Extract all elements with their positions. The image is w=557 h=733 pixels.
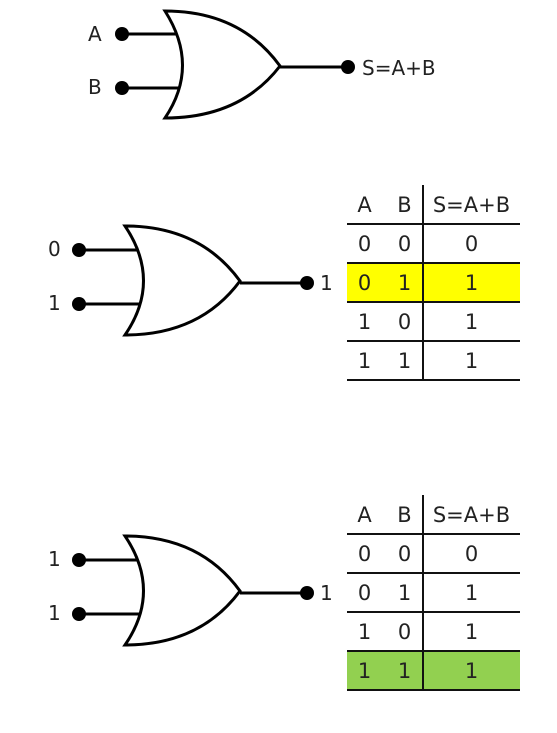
truth-table-1: A B S=A+B 0 0 0 0 1 1 1 0 1 1 1 1 [347,185,520,385]
table-rule [347,689,520,691]
output-terminal [300,276,314,290]
input-a-value: 0 [48,237,61,261]
or-gate-body [162,9,282,120]
cell-b: 0 [397,542,412,566]
table-rule [347,223,520,225]
input-a-terminal [72,243,86,257]
or-gate-body [122,534,242,647]
table-row: 1 1 1 [347,341,520,380]
table-row: 0 0 0 [347,534,520,573]
cell-a: 0 [357,232,372,256]
cell-a: 0 [357,271,372,295]
table-row-highlighted: 1 1 1 [347,651,520,690]
cell-a: 1 [357,620,372,644]
or-gate-example-2: 1 1 1 [0,530,340,655]
input-a-terminal [72,553,86,567]
truth-table-2: A B S=A+B 0 0 0 0 1 1 1 0 1 1 1 1 [347,495,520,695]
table-rule [347,340,520,342]
table-row-highlighted: 0 1 1 [347,263,520,302]
or-gate-symbol [115,9,355,120]
input-b-value: 1 [48,291,61,315]
or-gate-symbolic: A B [0,0,355,130]
cell-s: 1 [464,620,479,644]
table-header-row: A B S=A+B [347,495,520,534]
cell-b: 0 [397,310,412,334]
cell-b: 1 [397,581,412,605]
header-b: B [397,193,412,217]
cell-b: 1 [397,349,412,373]
header-b: B [397,503,412,527]
or-gate-symbol [72,534,314,647]
cell-a: 0 [357,542,372,566]
cell-b: 0 [397,620,412,644]
output-label: S=A+B [362,56,436,80]
or-gate-example-1: 0 1 1 [0,220,340,345]
cell-s: 1 [464,271,479,295]
table-row: 1 0 1 [347,302,520,341]
input-b-terminal [72,607,86,621]
cell-s: 0 [464,232,479,256]
or-gate-symbol [72,224,314,337]
table-row: 1 0 1 [347,612,520,651]
input-b-label: B [88,75,102,99]
cell-s: 0 [464,542,479,566]
header-s: S=A+B [432,503,511,527]
table-row: 0 1 1 [347,573,520,612]
table-rule [347,533,520,535]
cell-s: 1 [464,310,479,334]
cell-b: 1 [397,659,412,683]
or-gate-body [122,224,242,337]
table-column-divider [422,495,424,691]
cell-s: 1 [464,581,479,605]
header-a: A [357,193,372,217]
input-b-terminal [115,81,129,95]
output-terminal [300,586,314,600]
table-rule [347,262,520,264]
input-a-label: A [88,22,102,46]
table-header-row: A B S=A+B [347,185,520,224]
table-rule [347,301,520,303]
table-rule [347,572,520,574]
table-rule [347,379,520,381]
cell-a: 1 [357,349,372,373]
output-value: 1 [320,271,333,295]
cell-s: 1 [464,349,479,373]
input-b-terminal [72,297,86,311]
output-value: 1 [320,581,333,605]
cell-a: 0 [357,581,372,605]
table-rule [347,611,520,613]
table-column-divider [422,185,424,381]
header-s: S=A+B [432,193,511,217]
output-terminal [341,60,355,74]
input-a-terminal [115,27,129,41]
cell-s: 1 [464,659,479,683]
table-row: 0 0 0 [347,224,520,263]
cell-b: 0 [397,232,412,256]
header-a: A [357,503,372,527]
input-b-value: 1 [48,601,61,625]
cell-a: 1 [357,659,372,683]
input-a-value: 1 [48,547,61,571]
cell-b: 1 [397,271,412,295]
table-rule [347,650,520,652]
cell-a: 1 [357,310,372,334]
